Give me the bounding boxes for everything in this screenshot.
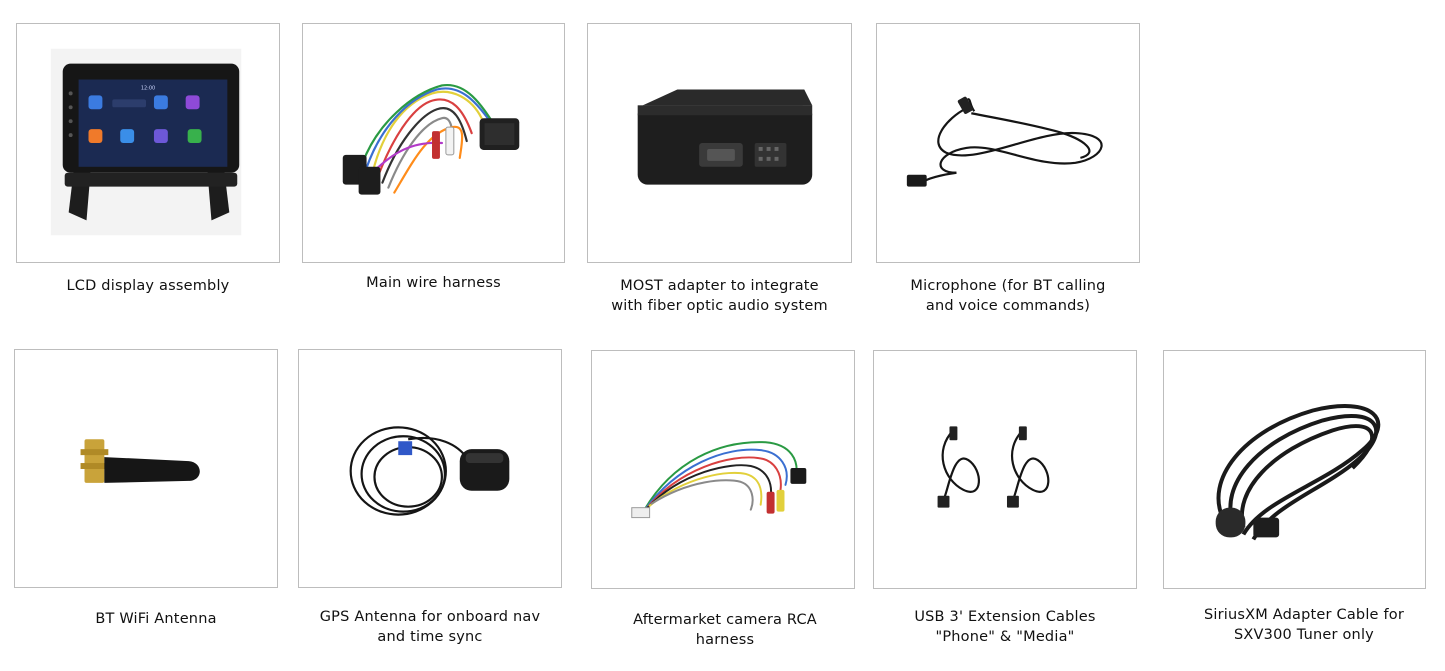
- caption-most-adapter: MOST adapter to integrate with fiber opt…: [587, 276, 852, 316]
- caption-line: USB 3' Extension Cables: [914, 609, 1096, 625]
- camera-harness-icon: [631, 441, 807, 519]
- camera-rca-harness-image: [591, 350, 855, 589]
- caption-line: GPS Antenna for onboard nav: [319, 609, 541, 625]
- caption-line: Main wire harness: [366, 275, 501, 291]
- caption-bt-wifi-antenna: BT WiFi Antenna: [14, 609, 298, 629]
- caption-lcd-display: LCD display assembly: [16, 276, 280, 296]
- screen-time: 12:00: [141, 85, 155, 91]
- caption-line: and voice commands): [925, 298, 1091, 314]
- caption-main-wire-harness: Main wire harness: [302, 273, 565, 293]
- gps-antenna-icon: [349, 426, 510, 516]
- siriusxm-cable-icon: [1215, 404, 1381, 541]
- wire-harness-icon: [342, 84, 520, 195]
- caption-usb-extension-cables: USB 3' Extension Cables "Phone" & "Media…: [873, 607, 1137, 647]
- caption-line: harness: [695, 632, 755, 648]
- usb-extension-cables-image: [873, 350, 1137, 589]
- caption-line: and time sync: [377, 629, 483, 645]
- caption-line: Aftermarket camera RCA: [633, 612, 817, 628]
- lcd-display-image: 12:00: [16, 23, 280, 263]
- most-adapter-image: [587, 23, 852, 263]
- caption-line: LCD display assembly: [66, 278, 230, 294]
- caption-siriusxm-adapter-cable: SiriusXM Adapter Cable for SXV300 Tuner …: [1163, 605, 1445, 645]
- caption-line: Microphone (for BT calling: [910, 278, 1106, 294]
- usb-cable-icon: [937, 426, 1050, 508]
- gps-antenna-image: [298, 349, 562, 588]
- antenna-icon: [80, 439, 200, 483]
- caption-line: with fiber optic audio system: [611, 298, 828, 314]
- bt-wifi-antenna-image: [14, 349, 278, 588]
- siriusxm-adapter-cable-image: [1163, 350, 1426, 589]
- microphone-image: [876, 23, 1140, 263]
- microphone-icon: [906, 96, 1103, 187]
- caption-line: MOST adapter to integrate: [620, 278, 819, 294]
- main-wire-harness-image: [302, 23, 565, 263]
- caption-microphone: Microphone (for BT calling and voice com…: [876, 276, 1140, 316]
- caption-camera-rca-harness: Aftermarket camera RCA harness: [591, 610, 859, 650]
- lcd-display-icon: 12:00: [50, 48, 242, 236]
- caption-gps-antenna: GPS Antenna for onboard nav and time syn…: [298, 607, 562, 647]
- caption-line: SiriusXM Adapter Cable for: [1203, 607, 1405, 623]
- caption-line: BT WiFi Antenna: [95, 611, 217, 627]
- adapter-box-icon: [637, 89, 813, 185]
- caption-line: SXV300 Tuner only: [1234, 627, 1374, 643]
- caption-line: "Phone" & "Media": [935, 629, 1075, 645]
